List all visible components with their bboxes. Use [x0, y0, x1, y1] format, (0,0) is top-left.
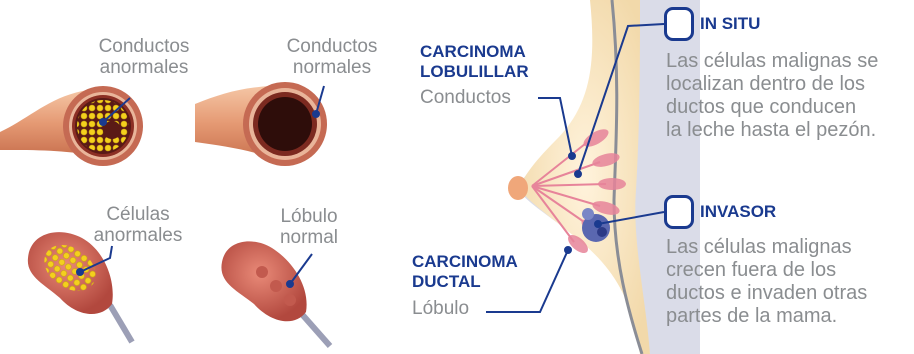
in-situ-box-icon — [664, 7, 694, 41]
in-situ-title: IN SITU — [700, 14, 760, 34]
abnormal-cells-illustration — [28, 232, 132, 342]
nipple — [508, 176, 528, 200]
ductal-sub-label: Lóbulo — [412, 298, 469, 319]
lobular-sub-label: Conductos — [420, 87, 511, 108]
normal-duct-illustration — [195, 82, 327, 166]
invasor-title: INVASOR — [700, 202, 776, 222]
invasor-box-icon — [664, 195, 694, 229]
abnormal-duct-illustration — [0, 86, 143, 166]
normal-lobule-illustration — [221, 241, 330, 346]
